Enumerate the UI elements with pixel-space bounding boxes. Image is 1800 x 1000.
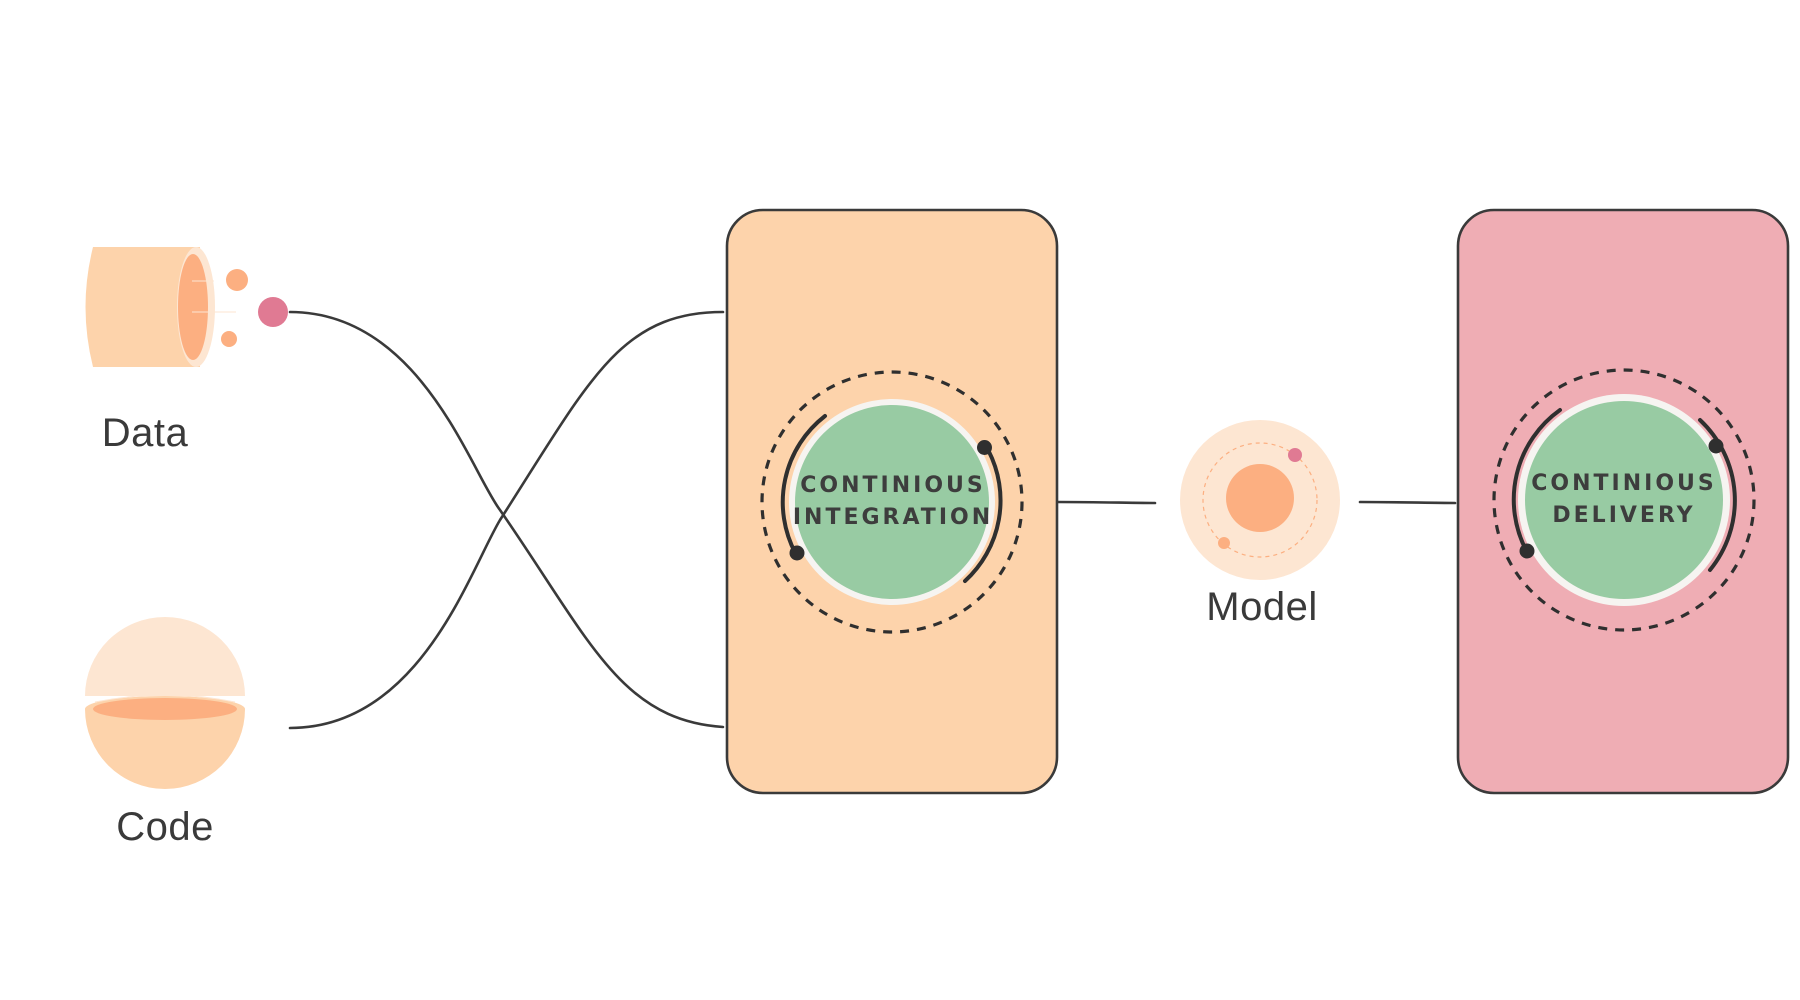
data-dot-icon	[221, 331, 237, 347]
connector-model-to-cd	[1358, 500, 1457, 505]
open-sphere-icon	[85, 617, 245, 789]
cd-progress-arc	[1511, 408, 1562, 553]
connector-ci-to-model	[1056, 500, 1157, 505]
cd-knob-icon	[1519, 543, 1535, 559]
cd-panel: CONTINIOUS DELIVERY	[1456, 208, 1790, 795]
model-satellite-icon	[1218, 537, 1230, 549]
cd-title-line2: DELIVERY	[1552, 503, 1695, 528]
ci-progress-arc	[963, 448, 1003, 583]
cd-dashed-ring	[1492, 368, 1756, 632]
ci-knob-icon	[977, 440, 992, 455]
ci-progress-arc	[780, 414, 827, 556]
data-dot-icon	[258, 297, 288, 327]
orbit-icon	[1180, 420, 1340, 580]
cylinder-icon	[85, 247, 288, 367]
cd-core-circle	[1525, 401, 1723, 599]
ci-title-line2: INTEGRATION	[793, 505, 993, 530]
cd-title-line1: CONTINIOUS	[1531, 471, 1716, 496]
ci-knob-icon	[789, 545, 805, 561]
ci-panel: CONTINIOUS INTEGRATION	[725, 208, 1059, 795]
code-label: Code	[116, 805, 214, 849]
model-label: Model	[1206, 585, 1317, 629]
ci-title-line1: CONTINIOUS	[800, 473, 985, 498]
cd-progress-arc	[1698, 418, 1737, 572]
connector-code-to-ci	[288, 310, 725, 730]
model-satellite-icon	[1288, 448, 1302, 462]
ci-core-circle	[795, 405, 989, 599]
data-dot-icon	[226, 269, 248, 291]
ci-dashed-ring	[760, 370, 1024, 634]
data-label: Data	[102, 411, 189, 455]
cd-knob-icon	[1708, 438, 1724, 454]
connector-data-to-ci	[288, 310, 725, 729]
